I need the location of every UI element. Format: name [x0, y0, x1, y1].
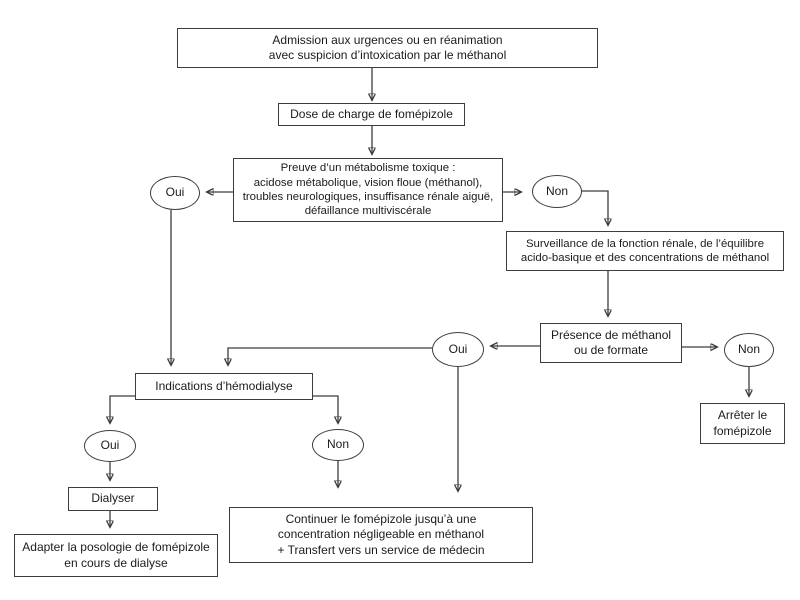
decision-non-metabolisme: Non [532, 175, 582, 208]
node-indications-hemodialyse: Indications d’hémodialyse [135, 373, 313, 400]
connector-ouipresence-indications [228, 347, 432, 365]
decision-oui-dialyse: Oui [84, 430, 136, 462]
node-dose-de-charge: Dose de charge de fomépizole [278, 103, 465, 126]
node-adapter-posologie: Adapter la posologie de fomépizole en co… [14, 534, 218, 577]
node-presence-methanol: Présence de méthanol ou de formate [540, 323, 682, 363]
decision-oui-metabolisme: Oui [150, 176, 200, 210]
node-dialyser: Dialyser [68, 487, 158, 511]
connector-indications-oui [110, 395, 135, 423]
node-arreter-fomepizole: Arrêter le fomépizole [700, 403, 785, 444]
connector-indications-non [313, 395, 338, 423]
node-continuer-fomepizole: Continuer le fomépizole jusqu’à une conc… [229, 507, 533, 563]
decision-non-dialyse: Non [312, 429, 364, 461]
decision-oui-presence: Oui [432, 332, 484, 367]
decision-non-presence: Non [724, 333, 774, 367]
node-preuve-metabolisme-toxique: Preuve d’un métabolisme toxique : acidos… [233, 158, 503, 222]
node-surveillance: Surveillance de la fonction rénale, de l… [506, 231, 784, 271]
connector-non-surveillance [582, 190, 608, 225]
node-admission: Admission aux urgences ou en réanimation… [177, 28, 598, 68]
